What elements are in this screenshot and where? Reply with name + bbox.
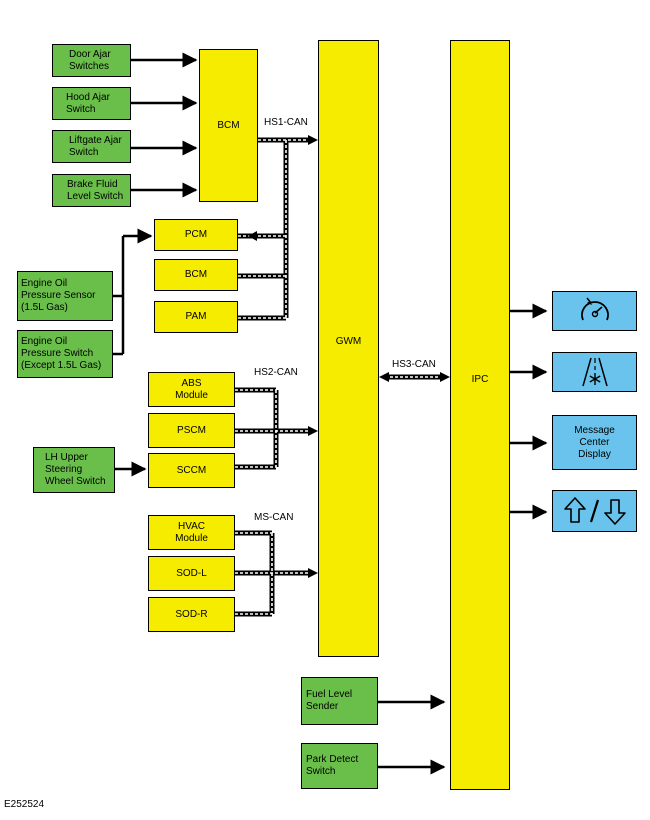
oil-pressure-switch-label: Engine Oil Pressure Switch (Except 1.5L … [21, 336, 102, 371]
speedometer-display-box [552, 291, 637, 331]
sod-r-label: SOD-R [175, 608, 208, 620]
hood-ajar-label: Hood Ajar Switch [66, 92, 110, 115]
ms-can-bus [235, 530, 318, 617]
sccm-box: SCCM [148, 453, 235, 488]
hvac-label: HVAC Module [175, 520, 208, 544]
ipc-output-wires [510, 303, 548, 520]
bcm-main-box: BCM [199, 49, 258, 202]
fuel-level-label: Fuel Level Sender [306, 689, 353, 712]
fuel-level-sender-box: Fuel Level Sender [301, 677, 378, 725]
park-detect-switch-box: Park Detect Switch [301, 743, 378, 789]
door-ajar-switches-box: Door Ajar Switches [52, 44, 131, 77]
road-ice-icon [581, 357, 608, 387]
road-ice-display-box [552, 352, 637, 392]
ipc-label: IPC [471, 374, 489, 385]
hs1-can-label: HS1-CAN [264, 117, 308, 128]
hvac-module-box: HVAC Module [148, 515, 235, 550]
hs3-can-bus [379, 372, 450, 382]
speedometer-icon [580, 297, 609, 321]
sod-r-box: SOD-R [148, 597, 235, 632]
pcm-box: PCM [154, 219, 238, 251]
oil-pressure-switch-box: Engine Oil Pressure Switch (Except 1.5L … [17, 330, 113, 378]
pscm-box: PSCM [148, 413, 235, 448]
liftgate-ajar-switch-box: Liftgate Ajar Switch [52, 130, 131, 163]
figure-id: E252524 [4, 799, 45, 810]
pscm-label: PSCM [177, 424, 206, 436]
oil-pressure-sensor-label: Engine Oil Pressure Sensor (1.5L Gas) [21, 278, 96, 313]
ipc-input-wires [378, 694, 446, 775]
ipc-box: IPC [450, 40, 510, 790]
brake-fluid-switch-box: Brake Fluid Level Switch [52, 174, 131, 207]
message-center-display-box: Message Center Display [552, 415, 637, 470]
bcm-small-label: BCM [184, 269, 208, 280]
bcm-input-wires [131, 52, 198, 198]
hs3-can-label: HS3-CAN [392, 359, 436, 370]
sod-l-label: SOD-L [176, 567, 207, 579]
ms-can-label: MS-CAN [254, 512, 294, 523]
lh-switch-label: LH Upper Steering Wheel Switch [45, 452, 106, 487]
oil-pressure-sensor-box: Engine Oil Pressure Sensor (1.5L Gas) [17, 271, 113, 321]
shift-up-down-icon [563, 497, 626, 525]
park-detect-label: Park Detect Switch [306, 754, 359, 777]
pam-box: PAM [154, 301, 238, 333]
brake-fluid-label: Brake Fluid Level Switch [67, 179, 124, 202]
bcm-small-box: BCM [154, 259, 238, 291]
shift-indicator-display-box [552, 490, 637, 532]
gwm-label: GWM [335, 335, 362, 347]
sccm-label: SCCM [176, 464, 207, 476]
pcm-label: PCM [184, 229, 208, 240]
oil-to-pcm-wires [113, 228, 153, 356]
abs-label: ABS Module [175, 377, 208, 401]
abs-module-box: ABS Module [148, 372, 235, 407]
liftgate-ajar-label: Liftgate Ajar Switch [69, 135, 122, 158]
lh-upper-steering-switch-box: LH Upper Steering Wheel Switch [33, 447, 115, 493]
sod-l-box: SOD-L [148, 556, 235, 591]
gwm-box: GWM [318, 40, 379, 657]
bcm-main-label: BCM [217, 119, 240, 131]
hs2-can-bus [235, 387, 318, 470]
message-center-label: Message Center Display [574, 424, 615, 460]
hood-ajar-switch-box: Hood Ajar Switch [52, 87, 131, 120]
hs2-can-label: HS2-CAN [254, 367, 298, 378]
door-ajar-label: Door Ajar Switches [69, 49, 111, 72]
hs1-can-bus [238, 135, 318, 321]
pam-label: PAM [185, 311, 207, 322]
